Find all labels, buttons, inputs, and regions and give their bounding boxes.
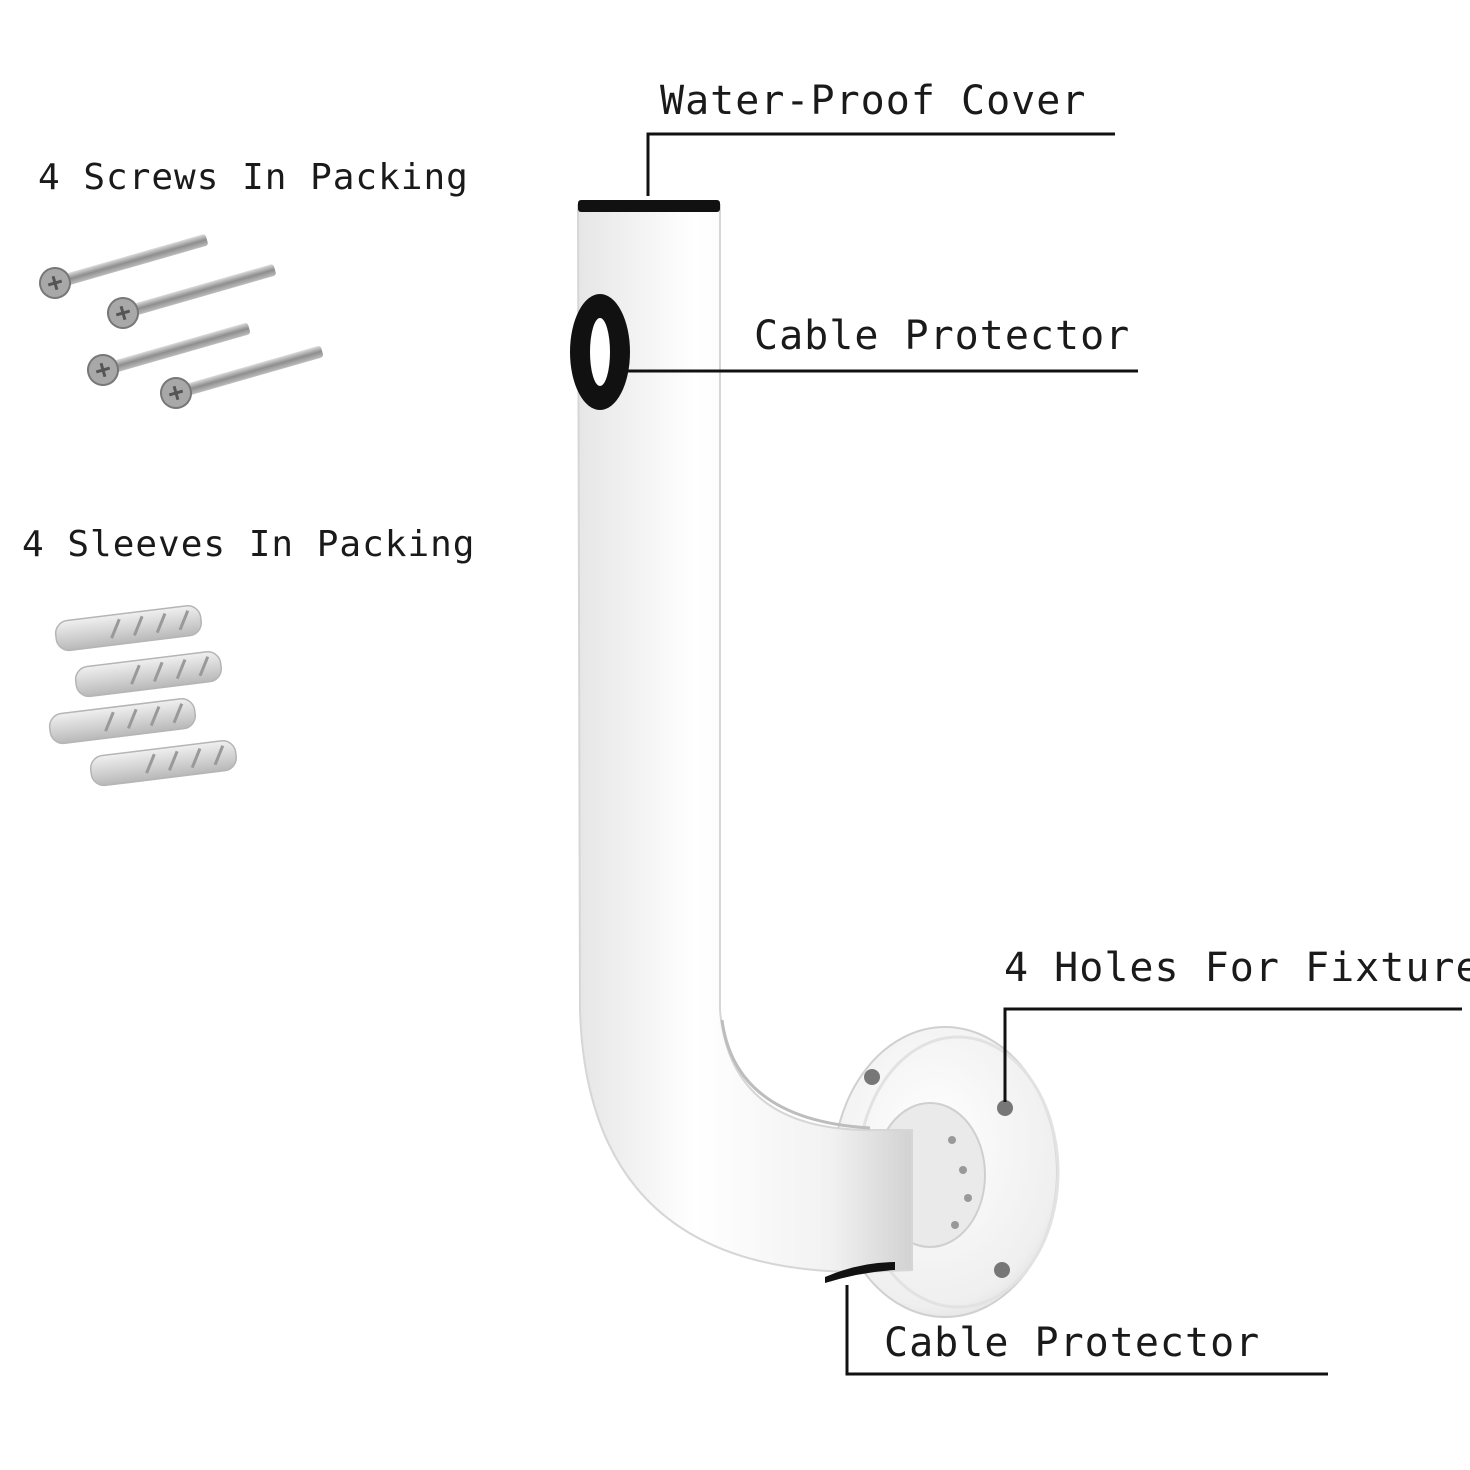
leader-cable-bottom: [845, 1285, 1328, 1376]
label-screws: 4 Screws In Packing: [38, 157, 469, 198]
fixture-hole-icon: [864, 1069, 880, 1085]
fixture-hole-icon: [997, 1100, 1013, 1116]
label-sleeves: 4 Sleeves In Packing: [22, 524, 476, 565]
sleeve-icon: [54, 605, 203, 652]
sleeve-icon: [74, 651, 223, 698]
sleeve-icon: [48, 698, 197, 745]
screw-icon: [160, 346, 324, 409]
cable-protector-top: [570, 294, 630, 410]
fixture-hole-icon: [994, 1262, 1010, 1278]
screw-icon: [87, 323, 251, 386]
water-proof-cover: [578, 200, 720, 212]
leader-cover: [646, 132, 1115, 196]
screws-group: [39, 234, 324, 409]
screw-icon: [107, 264, 276, 329]
label-cable-protector-bottom: Cable Protector: [884, 1320, 1261, 1366]
sleeve-icon: [89, 740, 238, 787]
leader-holes: [1003, 1007, 1462, 1102]
label-fixture-holes: 4 Holes For Fixture: [1004, 945, 1470, 991]
leader-lines: [628, 132, 1462, 1376]
sleeves-group: [48, 605, 238, 787]
label-cable-protector-top: Cable Protector: [754, 313, 1131, 359]
screw-icon: [39, 234, 208, 299]
label-water-proof-cover: Water-Proof Cover: [660, 78, 1087, 124]
cable-protector-bottom: [825, 1262, 895, 1283]
